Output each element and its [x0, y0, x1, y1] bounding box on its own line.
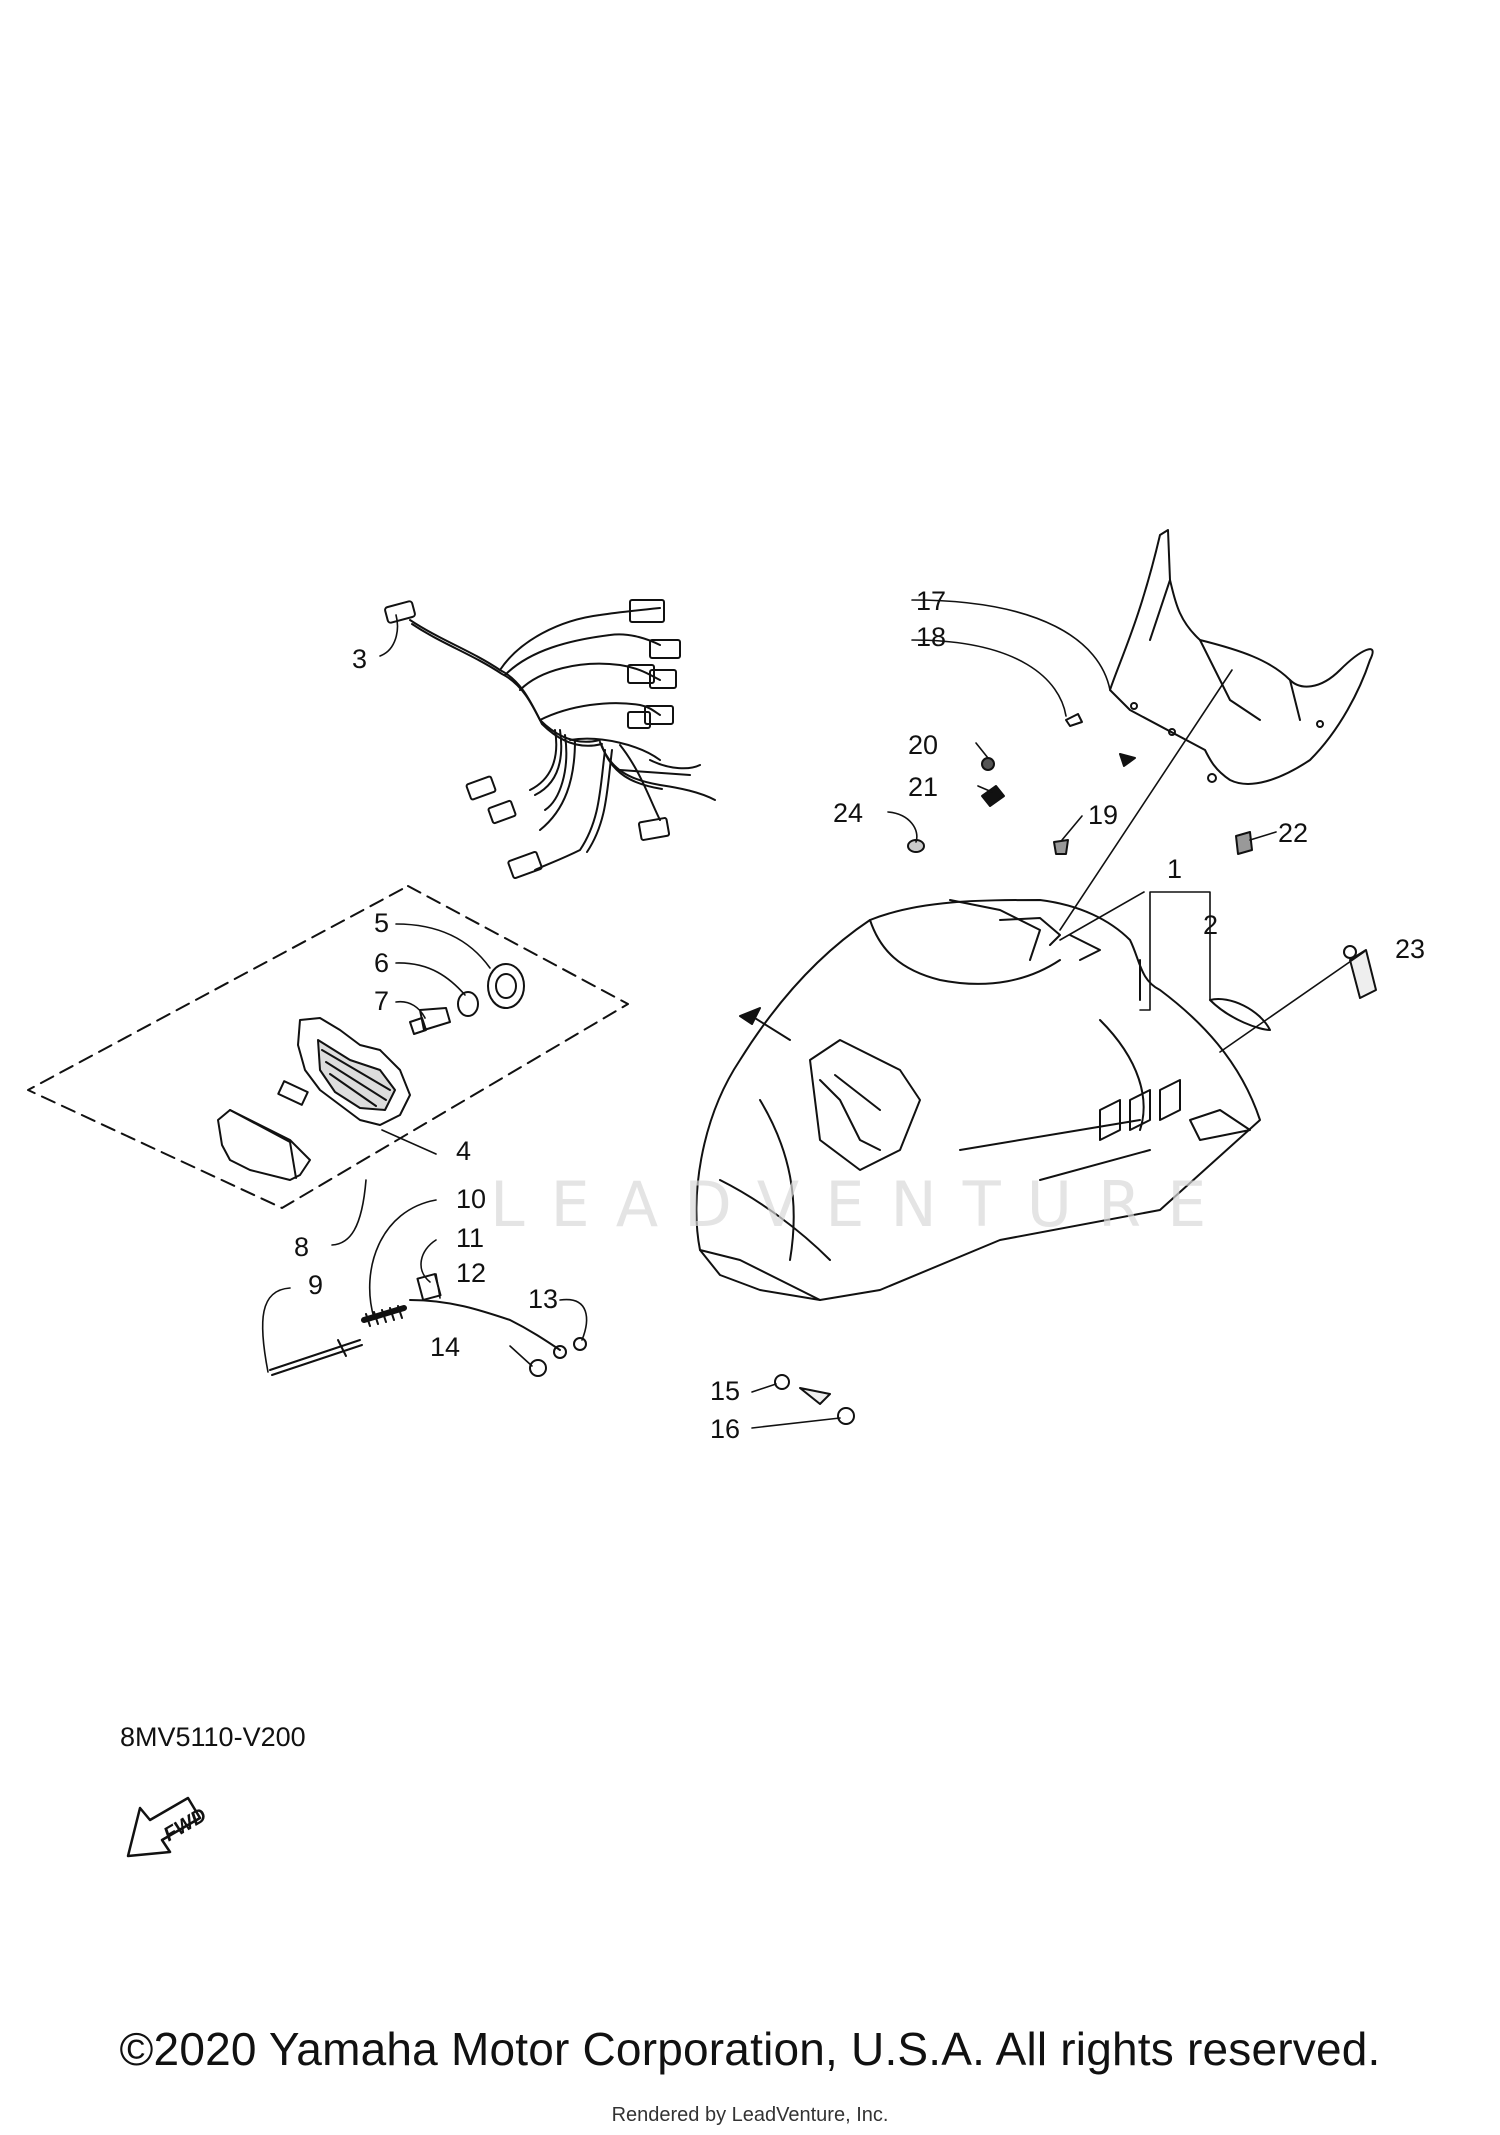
- hood-drawing: [695, 899, 1261, 1301]
- callout-19[interactable]: 19: [1088, 800, 1119, 830]
- label-drawing: [981, 785, 1005, 807]
- callout-20[interactable]: 20: [908, 730, 939, 760]
- callout-17[interactable]: 17: [916, 586, 947, 616]
- callout-8[interactable]: 8: [294, 1232, 310, 1262]
- callout-6[interactable]: 6: [374, 948, 390, 978]
- callout-1[interactable]: 1: [1167, 854, 1183, 884]
- clip-drawing: [1235, 831, 1253, 855]
- rendered-by-credit: Rendered by LeadVenture, Inc.: [611, 2104, 889, 2126]
- callout-9[interactable]: 9: [308, 1270, 324, 1300]
- callout-7[interactable]: 7: [374, 986, 390, 1016]
- callout-13[interactable]: 13: [528, 1284, 559, 1314]
- callout-18[interactable]: 18: [916, 622, 947, 652]
- headlight-drawing: [217, 1017, 411, 1181]
- callout-15[interactable]: 15: [710, 1376, 741, 1406]
- callout-22[interactable]: 22: [1278, 818, 1309, 848]
- callout-10[interactable]: 10: [456, 1184, 487, 1214]
- callout-24[interactable]: 24: [833, 798, 864, 828]
- bolt-drawing: [774, 1374, 855, 1425]
- watermark-text: LEADVENTURE: [490, 1168, 1233, 1241]
- callout-12[interactable]: 12: [456, 1258, 487, 1288]
- pad-drawing: [1349, 949, 1377, 999]
- leader-lines: [261, 599, 1365, 1429]
- bulb-parts-drawing: [409, 963, 525, 1035]
- grommet-drawing: [981, 757, 995, 771]
- fwd-arrow-icon: [126, 1796, 202, 1858]
- diagram-code: 8MV5110-V200: [120, 1722, 306, 1752]
- adjuster-hardware-drawing: [269, 1273, 587, 1377]
- windshield-drawing: [1065, 529, 1374, 785]
- wire-harness-drawing: [384, 599, 716, 880]
- callout-23[interactable]: 23: [1395, 934, 1426, 964]
- callout-2[interactable]: 2: [1203, 910, 1219, 940]
- callout-16[interactable]: 16: [710, 1414, 741, 1444]
- callout-11[interactable]: 11: [456, 1223, 485, 1253]
- plug-drawing: [1053, 839, 1069, 855]
- decal-drawing: [1209, 998, 1271, 1031]
- callout-3[interactable]: 3: [352, 644, 368, 674]
- callout-21[interactable]: 21: [908, 772, 939, 802]
- callout-14[interactable]: 14: [430, 1332, 461, 1362]
- callout-4[interactable]: 4: [456, 1136, 472, 1166]
- headlight-assembly-box: [27, 885, 629, 1209]
- copyright-notice: ©2020 Yamaha Motor Corporation, U.S.A. A…: [119, 2023, 1381, 2075]
- callout-5[interactable]: 5: [374, 908, 390, 938]
